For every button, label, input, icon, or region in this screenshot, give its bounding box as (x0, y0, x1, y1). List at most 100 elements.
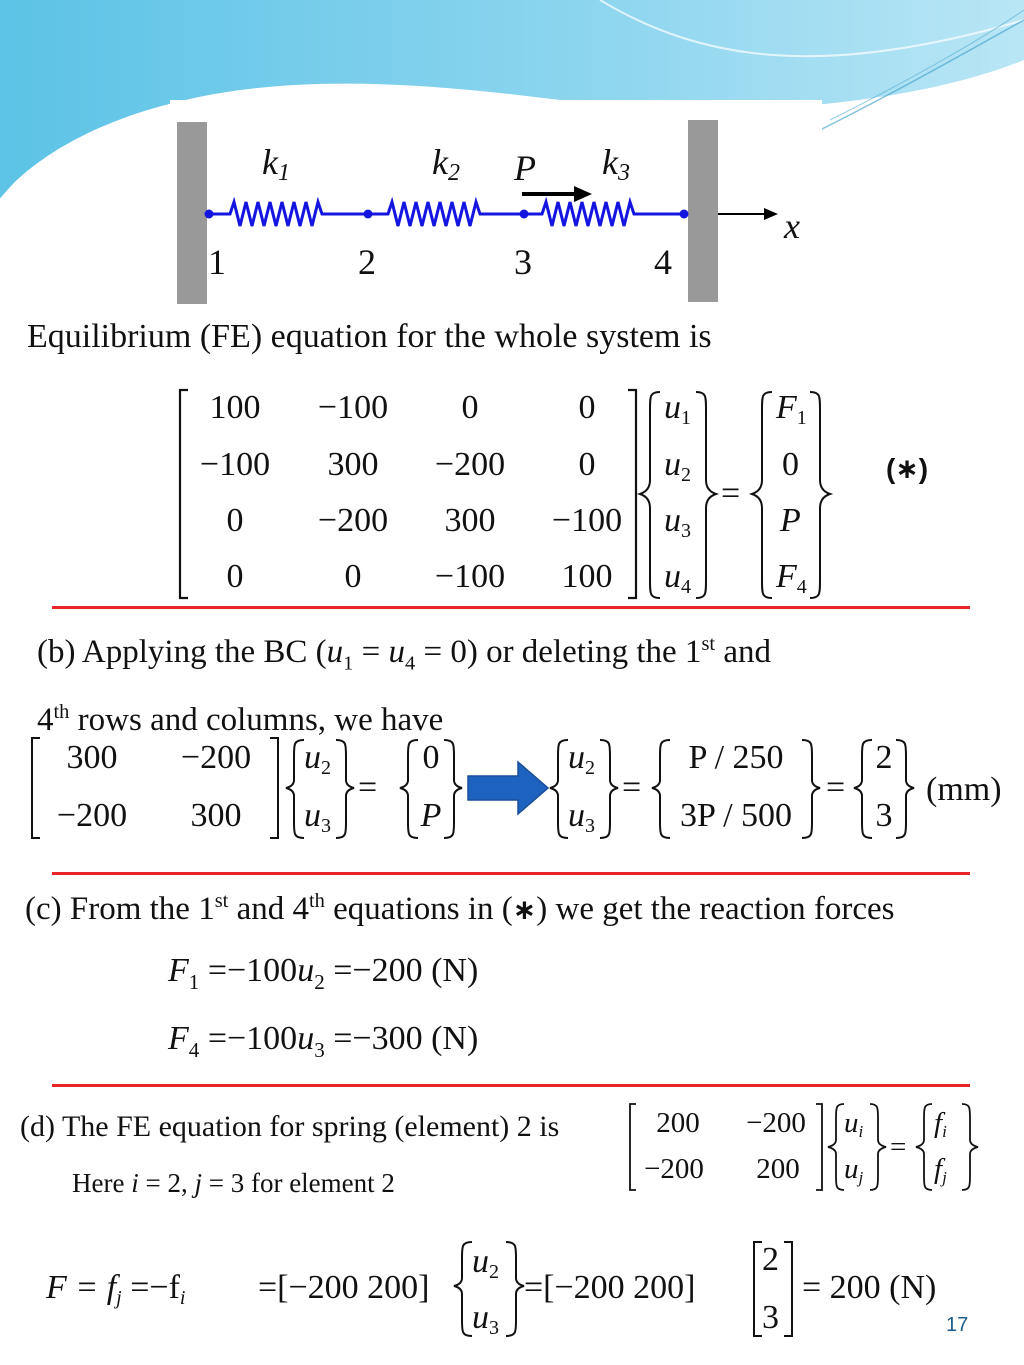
F-vec-3: F4 (775, 558, 807, 598)
K-cell-0-0: 100 (210, 389, 261, 426)
K-cell-2-3: −100 (552, 502, 622, 539)
spring-force-equation: F = fj =−fi =[−200 200] u2 u3 =[−200 200… (45, 1241, 936, 1339)
result-1: 3 (876, 797, 893, 834)
result-mid-1: 3P / 500 (680, 797, 792, 834)
elem-equals: = (890, 1131, 906, 1163)
section-a-heading: Equilibrium (FE) equation for the whole … (27, 318, 712, 355)
K-cell-2-1: −200 (318, 502, 388, 539)
right-wall (688, 120, 718, 302)
elem-u-j: uj (844, 1153, 864, 1187)
section-d-heading: (d) The FE equation for spring (element)… (20, 1110, 560, 1143)
final-u-3: u3 (472, 1299, 499, 1339)
K-cell-1-2: −200 (435, 446, 505, 483)
u-vec-0: u1 (664, 389, 691, 429)
label-k2: k2 (432, 142, 460, 186)
reaction-force-F4: F4 =−100u3 =−300 (N) (168, 1020, 479, 1062)
elem-K-1-1: 200 (756, 1153, 800, 1185)
x-axis-arrow-head (764, 208, 778, 220)
divider-1 (52, 606, 970, 609)
result-mid-0: P / 250 (688, 739, 783, 776)
label-k3: k3 (602, 142, 630, 186)
result-equals-2: = (826, 769, 845, 806)
K-cell-0-3: 0 (579, 389, 596, 426)
reduced-K-0-1: −200 (181, 739, 251, 776)
F-vec-0: F1 (775, 389, 807, 429)
divider-3 (52, 1084, 970, 1087)
node-label-4: 4 (654, 242, 672, 282)
final-u-2: u2 (472, 1243, 499, 1283)
final-vec-2: 2 (762, 1241, 779, 1278)
reaction-force-F1: F1 =−100u2 =−200 (N) (168, 952, 479, 994)
equation-tag: (∗) (886, 453, 928, 484)
reduced-u-0: u2 (304, 739, 331, 779)
K-cell-1-1: 300 (328, 446, 379, 483)
reduced-equation: 300 −200 −200 300 0 P P / 250 3P / 500 2… (31, 737, 1002, 839)
equals-sign: = (721, 475, 740, 512)
reduced-K-1-0: −200 (57, 797, 127, 834)
elem-f-j: fj (934, 1153, 947, 1187)
spring-k1 (207, 196, 368, 227)
reduced-rhs-0: 0 (423, 739, 440, 776)
divider-2 (52, 872, 970, 875)
K-cell-3-0: 0 (227, 558, 244, 595)
F-vec-1: 0 (782, 446, 799, 483)
node-label-2: 2 (358, 242, 376, 282)
node-label-1: 1 (208, 242, 226, 282)
elem-K-0-0: 200 (656, 1107, 700, 1139)
implies-arrow-icon (467, 760, 550, 816)
F-vec-2: P (779, 502, 801, 539)
u-vec-3: u4 (664, 558, 691, 598)
u-vec-2: u3 (664, 502, 691, 542)
node-label-3: 3 (514, 242, 532, 282)
result-equals-1: = (622, 769, 641, 806)
node-4-dot (679, 209, 689, 219)
reduced-equals: = (358, 769, 377, 806)
section-d-note: Here i = 2, j = 3 for element 2 (72, 1168, 395, 1198)
elem-K-0-1: −200 (746, 1107, 806, 1139)
spring-k2 (368, 196, 524, 227)
reduced-rhs-1: P (420, 797, 442, 834)
K-cell-3-2: −100 (435, 558, 505, 595)
reduced-K-1-1: 300 (191, 797, 242, 834)
elem-K-1-0: −200 (644, 1153, 704, 1185)
elem-f-i: fi (934, 1107, 947, 1141)
final-lhs: F = fj =−fi (45, 1269, 185, 1309)
element-2-equation: 200 −200 −200 200 ui uj = fi fj (629, 1103, 979, 1191)
section-c-heading: (c) From the 1st and 4th equations in (∗… (25, 890, 895, 927)
section-b-line-1: (b) Applying the BC (u1 = u4 = 0) or del… (37, 633, 771, 675)
label-k1: k1 (262, 142, 290, 186)
unit-mm: (mm) (926, 771, 1002, 808)
result-0: 2 (876, 739, 893, 776)
force-arrow-head (574, 186, 592, 202)
label-x: x (783, 206, 800, 246)
reduced-K-0-0: 300 (67, 739, 118, 776)
final-row-vector-2: =[−200 200] (524, 1269, 696, 1306)
elem-u-i: ui (844, 1107, 864, 1141)
final-result: = 200 (N) (802, 1269, 936, 1306)
node-3-dot (519, 209, 529, 219)
K-cell-2-0: 0 (227, 502, 244, 539)
K-cell-1-0: −100 (200, 446, 270, 483)
node-1-dot (204, 209, 214, 219)
page-number: 17 (946, 1314, 969, 1336)
u-vec-1: u2 (664, 446, 691, 486)
K-cell-0-2: 0 (462, 389, 479, 426)
K-cell-0-1: −100 (318, 389, 388, 426)
section-b-text: (b) Applying the BC (u1 = u4 = 0) or del… (37, 620, 771, 744)
final-vec-3: 3 (762, 1299, 779, 1336)
K-cell-3-1: 0 (345, 558, 362, 595)
K-cell-1-3: 0 (579, 446, 596, 483)
result-u-0: u2 (568, 739, 595, 779)
label-P: P (513, 148, 536, 188)
left-wall (177, 122, 207, 304)
spring-k3 (524, 196, 682, 227)
result-u-1: u3 (568, 797, 595, 837)
K-cell-3-3: 100 (562, 558, 613, 595)
spring-system-diagram: k1 k2 P k3 x 1 2 3 4 (177, 120, 800, 304)
reduced-u-1: u3 (304, 797, 331, 837)
global-stiffness-equation: 100 −100 0 0 −100 300 −200 0 0 −200 300 … (178, 388, 928, 600)
node-2-dot (363, 209, 373, 219)
final-row-vector-1: =[−200 200] (258, 1269, 430, 1306)
section-b-line-2: 4th rows and columns, we have (37, 700, 444, 738)
K-cell-2-2: 300 (445, 502, 496, 539)
